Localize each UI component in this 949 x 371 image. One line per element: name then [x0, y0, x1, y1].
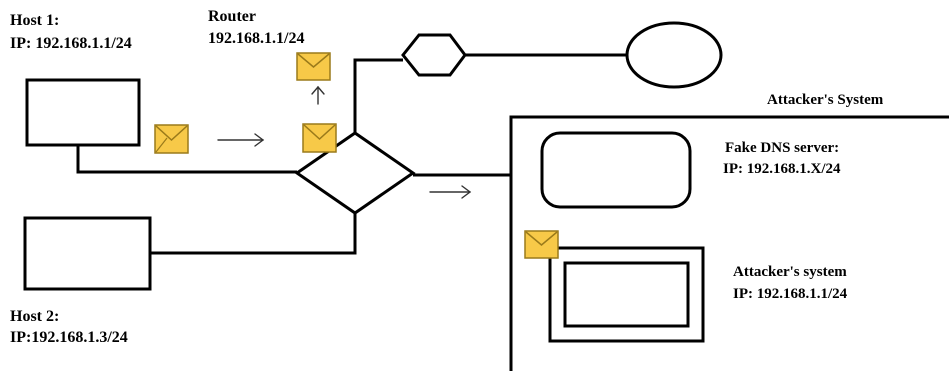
host1-ip: IP: 192.168.1.1/24: [10, 35, 132, 52]
router-ip: 192.168.1.1/24: [208, 30, 304, 47]
network-links: [76, 53, 628, 255]
host2-name: Host 2:: [10, 308, 59, 325]
arrow-up-icon: [311, 85, 325, 105]
link-host1-switch: [76, 146, 297, 174]
host2-box: [23, 216, 152, 291]
link-host2-switch: [150, 213, 357, 255]
host1-name: Host 1:: [10, 12, 59, 29]
attacker-system-name: Attacker's system: [733, 264, 847, 280]
envelope-icon: [296, 52, 331, 81]
host1-box: [25, 78, 141, 147]
router-hexagon: [401, 33, 467, 77]
attacker-system-ip: IP: 192.168.1.1/24: [733, 286, 848, 302]
envelope-icon: [154, 124, 189, 154]
host2-ip: IP:192.168.1.3/24: [10, 329, 128, 346]
external-network-ellipse: [625, 21, 723, 89]
attacker-system-box: [548, 246, 705, 343]
envelope-icon: [524, 230, 559, 259]
fake-dns-name: Fake DNS server:: [725, 140, 839, 156]
arrow-right-icon: [217, 133, 265, 147]
arrow-right-icon: [429, 185, 472, 199]
attacker-region-title: Attacker's System: [767, 92, 884, 108]
link-switch-router: [353, 58, 403, 133]
fake-dns-ip: IP: 192.168.1.X/24: [723, 161, 841, 177]
envelope-icon: [302, 123, 337, 153]
router-name: Router: [208, 8, 256, 25]
fake-dns-box: [540, 131, 692, 209]
attacker-region-border: [509, 115, 949, 371]
